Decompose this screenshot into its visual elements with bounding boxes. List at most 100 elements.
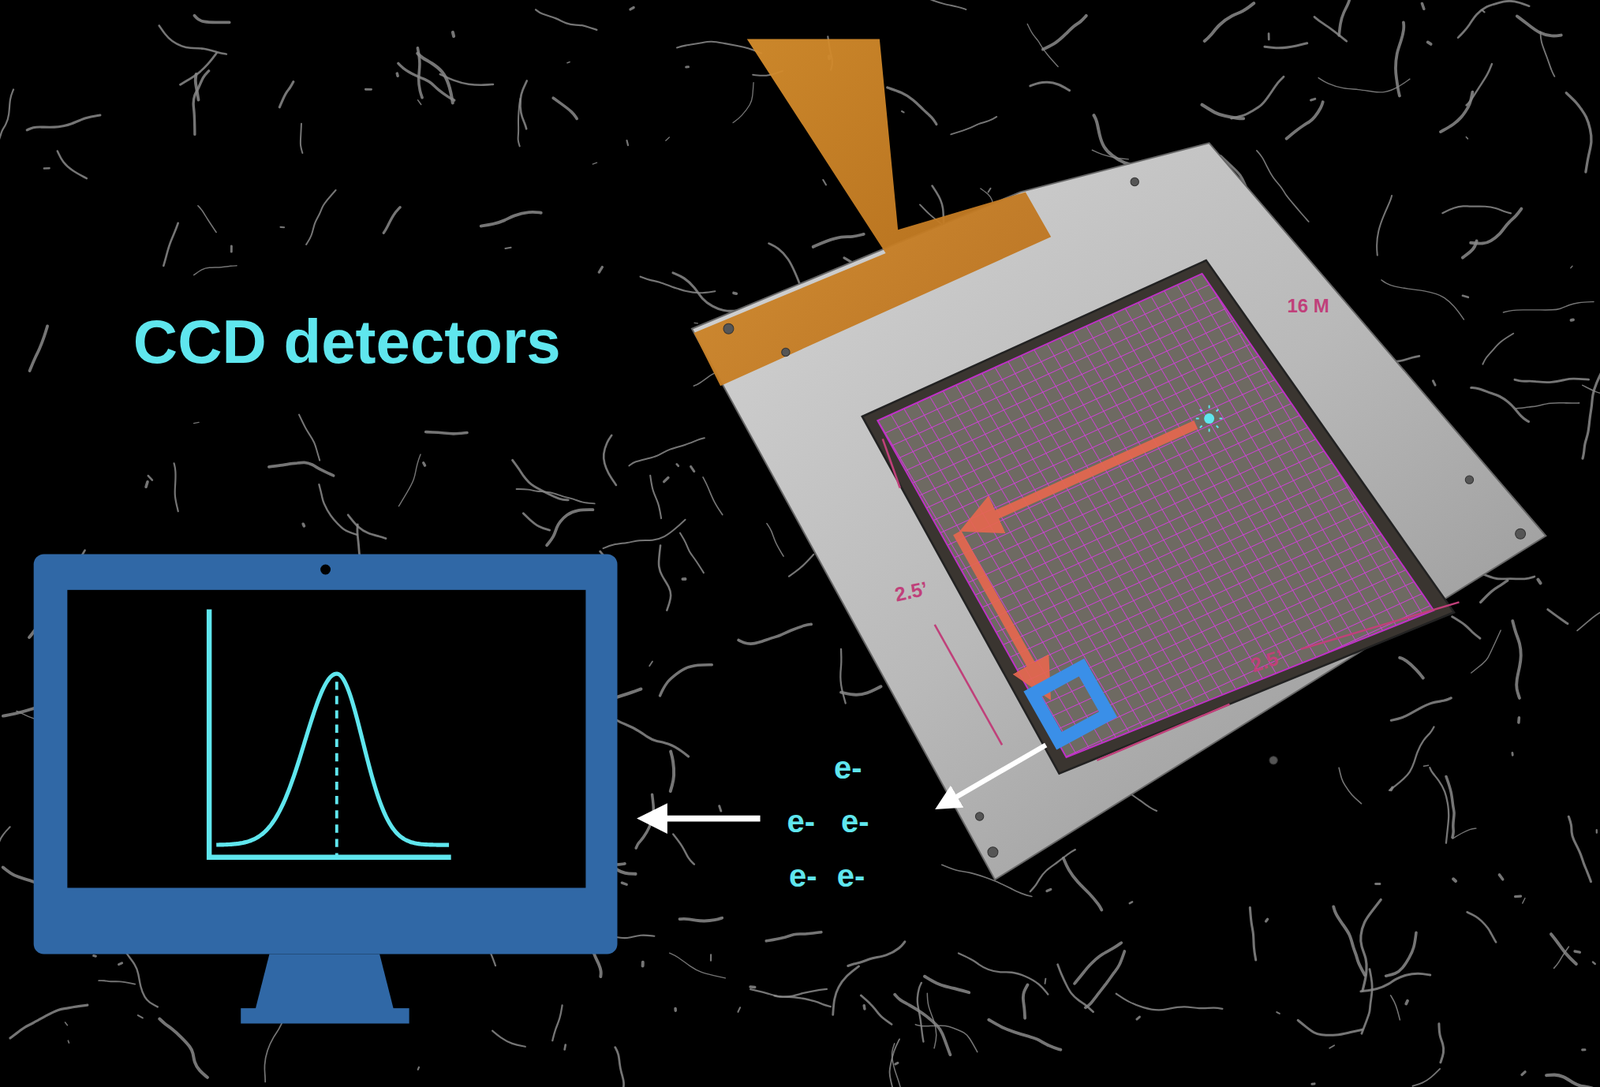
particle-track	[1517, 717, 1521, 723]
particle-track	[93, 954, 97, 958]
megapixel-label: 16 M	[1286, 296, 1329, 316]
particle-track	[299, 414, 320, 461]
particle-track	[552, 1005, 562, 1041]
particle-track	[230, 246, 233, 252]
particle-track	[195, 74, 199, 101]
particle-track	[1582, 370, 1600, 459]
particle-track	[686, 65, 689, 68]
particle-track	[917, 983, 924, 1043]
readout-amplifier	[1032, 667, 1109, 741]
particle-track	[1540, 31, 1556, 76]
particle-track	[592, 162, 597, 165]
particle-track	[665, 137, 670, 141]
particle-track	[1440, 92, 1473, 132]
particle-track	[1442, 205, 1511, 214]
particle-track	[892, 1043, 912, 1087]
particle-track	[423, 463, 426, 466]
particle-track	[1361, 969, 1372, 1035]
particle-track	[452, 32, 454, 37]
particle-track	[1482, 333, 1514, 365]
particle-track	[1432, 381, 1436, 386]
particle-track	[598, 267, 602, 273]
particle-track	[702, 477, 723, 516]
particle-track	[3, 706, 39, 716]
particle-track	[1360, 973, 1431, 992]
particle-track	[988, 188, 991, 193]
particle-track	[1574, 951, 1580, 953]
particle-track	[1249, 908, 1256, 961]
particle-track	[347, 515, 386, 539]
particle-track	[680, 533, 704, 573]
signal-arrow	[649, 815, 761, 823]
particle-track	[1551, 934, 1577, 965]
dimension-line	[1096, 704, 1230, 761]
particle-track	[841, 686, 882, 695]
particle-track	[0, 89, 14, 174]
particle-track	[279, 82, 294, 108]
particle-track	[1063, 858, 1102, 911]
particle-track	[440, 74, 494, 86]
particle-track	[1470, 209, 1522, 244]
particle-track	[680, 918, 723, 922]
electron-label: e-	[788, 859, 818, 892]
particle-track	[1467, 912, 1497, 943]
particle-track	[950, 116, 997, 135]
particle-track	[302, 523, 304, 527]
particle-track	[1338, 0, 1358, 36]
dimension-line	[882, 438, 901, 488]
particle-track	[198, 205, 217, 233]
particle-track	[426, 432, 468, 434]
particle-track	[694, 322, 698, 325]
particle-track	[1390, 787, 1393, 790]
particle-track	[1499, 874, 1503, 880]
particle-track	[1471, 387, 1529, 422]
particle-track	[567, 61, 570, 63]
particle-track	[1381, 280, 1465, 320]
particle-track	[535, 9, 597, 30]
electron-label: e-	[837, 859, 866, 892]
particle-track	[732, 82, 754, 124]
particle-track	[1452, 616, 1481, 639]
particle-track	[1389, 727, 1434, 791]
particle-track	[148, 475, 153, 481]
particle-track	[1375, 882, 1380, 886]
particle-track	[145, 482, 148, 488]
particle-track	[1471, 630, 1501, 673]
charge-transfer-arrow	[957, 532, 1043, 686]
particle-track	[640, 276, 716, 294]
particle-track	[518, 98, 521, 146]
particle-track	[1023, 984, 1029, 1018]
particle-track	[1424, 765, 1429, 767]
particle-track	[1439, 1024, 1444, 1063]
particle-track	[365, 88, 371, 91]
particle-track	[1547, 609, 1568, 625]
particle-track	[119, 963, 123, 965]
particle-track	[605, 710, 688, 757]
particle-track	[300, 123, 303, 154]
particle-track	[1514, 378, 1589, 382]
particle-track	[1046, 889, 1051, 891]
particle-track	[1085, 951, 1125, 1008]
particle-track	[163, 223, 178, 266]
particle-track	[1297, 1020, 1362, 1036]
particle-track	[180, 52, 217, 85]
particle-track	[1136, 1016, 1140, 1020]
particle-track	[1510, 752, 1514, 756]
particle-track	[193, 71, 209, 135]
charge-transfer-arrow	[974, 424, 1197, 525]
particle-track	[174, 463, 179, 512]
particle-track	[1412, 1069, 1440, 1087]
particle-track	[1577, 605, 1600, 631]
particle-track	[1266, 919, 1268, 922]
particle-track	[138, 1015, 143, 1018]
particle-track	[813, 234, 864, 247]
particle-track	[0, 826, 11, 855]
particle-track	[44, 167, 50, 170]
particle-track	[1466, 63, 1492, 105]
particle-track	[1042, 15, 1087, 50]
particle-track	[1521, 1072, 1526, 1076]
particle-track	[669, 953, 726, 979]
particle-track	[1116, 994, 1223, 1011]
particle-track	[750, 985, 756, 989]
